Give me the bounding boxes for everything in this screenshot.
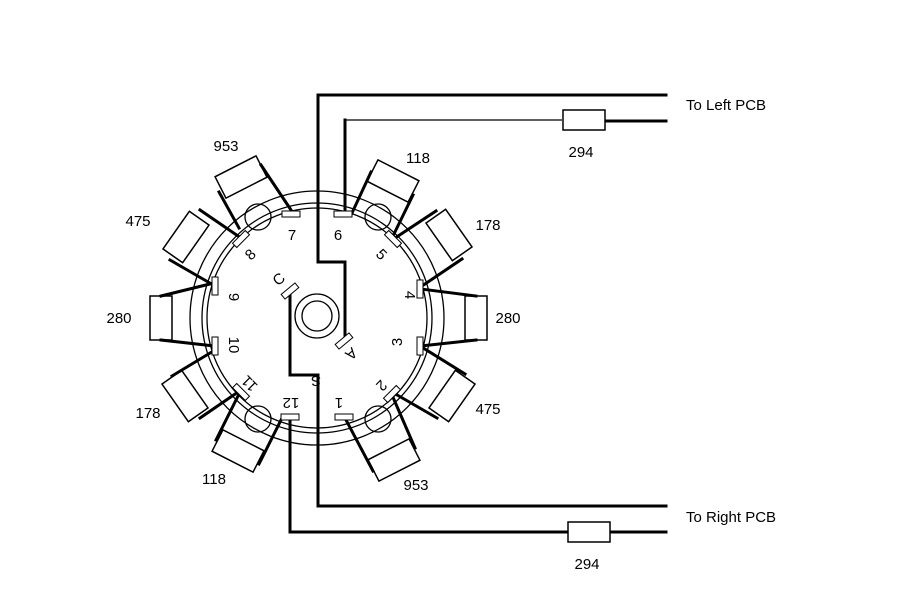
center-shaft-inner [301,300,333,332]
value-label-280-right: 280 [495,310,520,327]
rivet-bottom-right [364,405,392,433]
value-label-280-left: 280 [106,310,131,327]
pos-label-6: 6 [334,227,342,244]
common-wiring [288,93,668,534]
right-pcb-resistor-value: 294 [574,556,599,573]
right-pcb-resistor [567,521,611,543]
ladder-resistors [149,154,488,483]
left-pcb-resistor [562,109,606,131]
right-pcb-label: To Right PCB [686,509,776,526]
common-label-c: C [269,269,288,289]
pos-label-1: 1 [335,394,343,411]
pos-label-9: 9 [225,293,242,301]
value-label-475-right: 475 [475,401,500,418]
pad-11 [231,382,251,402]
pad-4 [416,279,424,299]
rivet-top-left [244,203,272,231]
resistor-178-right [389,208,474,291]
resistor-118-top [350,158,420,241]
pad-10 [211,336,219,356]
resistor-280-right [419,287,488,348]
resistor-953-top [214,154,296,231]
position-labels: 7 6 8 5 9 4 10 3 11 2 12 1 C A S [225,227,418,411]
pad-7 [281,210,301,218]
pad-8 [231,229,251,249]
pad-c [280,282,300,300]
value-label-118-bottom: 118 [202,471,226,488]
pad-6 [333,210,353,218]
value-label-953-top: 953 [213,138,238,155]
wire-left-pcb-upper [316,93,668,340]
common-label-a: A [342,344,361,363]
resistor-value-labels: 953 475 280 178 118 953 475 280 178 118 [106,138,520,494]
value-label-178-left: 178 [135,405,160,422]
wire-right-pcb-upper [288,290,668,508]
pad-3 [416,336,424,356]
resistor-475-right [389,343,477,423]
value-label-953-bottom: 953 [403,477,428,494]
resistor-178-left [160,347,244,423]
pos-label-2: 2 [372,376,390,394]
value-label-178-right: 178 [475,217,500,234]
resistor-118-bottom [211,389,285,474]
pad-9 [211,276,219,296]
pad-2 [382,384,402,404]
value-label-118-top: 118 [406,150,430,167]
pad-12 [280,413,300,421]
pad-1 [334,413,354,421]
pad-5 [383,229,403,249]
pos-label-12: 12 [283,394,300,411]
center-shaft-outer [294,293,340,339]
pos-label-3: 3 [389,338,406,346]
left-pcb-resistor-value: 294 [568,144,593,161]
pos-label-5: 5 [372,246,390,264]
pos-label-8: 8 [242,246,260,264]
resistor-280-left [149,281,216,348]
wire-right-resistor-to-pos12 [288,416,570,534]
contact-pads [211,210,424,421]
pad-a [334,332,354,350]
common-label-s: S [311,372,321,389]
left-pcb-label: To Left PCB [686,97,766,114]
rivet-top-right [364,203,392,231]
resistor-953-bottom [342,393,421,483]
pos-label-7: 7 [288,227,296,244]
value-label-475-left: 475 [125,213,150,230]
resistor-475-left [161,207,244,289]
pos-label-10: 10 [225,337,242,354]
rivet-bottom-left [244,405,272,433]
pos-label-4: 4 [401,291,418,299]
